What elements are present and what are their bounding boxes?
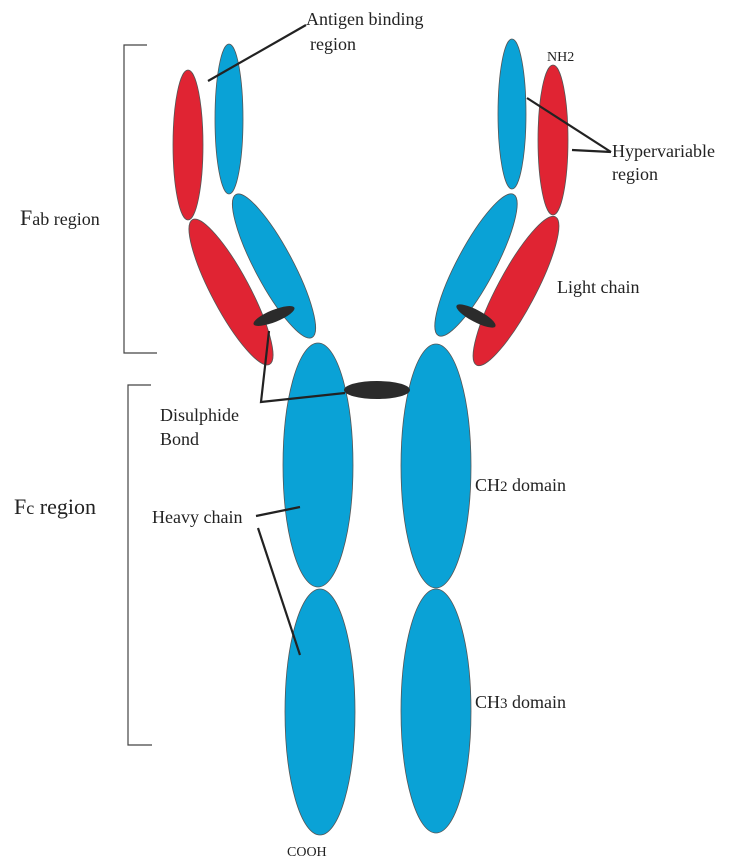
disulphide-label-line1: Disulphide xyxy=(160,405,239,425)
left-ch3-domain xyxy=(285,589,355,835)
fab-bracket xyxy=(124,45,157,353)
left-heavy-variable-domain xyxy=(215,44,243,194)
antigen-binding-label-line2: region xyxy=(310,34,356,54)
right-ch2-domain xyxy=(401,344,471,588)
ch2-domain-label: CH2 domain xyxy=(475,475,566,495)
ch3-domain-label: CH3 domain xyxy=(475,692,566,712)
fc-bracket xyxy=(128,385,152,745)
fab-region-label: Fab region xyxy=(20,205,100,230)
light-chain-label: Light chain xyxy=(557,277,639,297)
right-ch3-domain xyxy=(401,589,471,833)
heavy-chain-label: Heavy chain xyxy=(152,507,242,527)
hypervariable-label-line1: Hypervariable xyxy=(612,141,715,161)
right-heavy-variable-domain xyxy=(498,39,526,189)
antigen-binding-label-line1: Antigen binding xyxy=(306,9,424,29)
left-light-variable-domain xyxy=(173,70,203,220)
cooh-label: COOH xyxy=(287,845,327,860)
right-light-variable-domain xyxy=(538,65,568,215)
fc-region-label: Fc region xyxy=(14,494,96,519)
nh2-label: NH2 xyxy=(547,50,574,65)
hyper-leader-line-bottom xyxy=(572,150,611,152)
central-disulphide-bond xyxy=(344,381,410,399)
hypervariable-label-line2: region xyxy=(612,164,658,184)
left-ch2-domain xyxy=(283,343,353,587)
disulphide-label-line2: Bond xyxy=(160,429,199,449)
